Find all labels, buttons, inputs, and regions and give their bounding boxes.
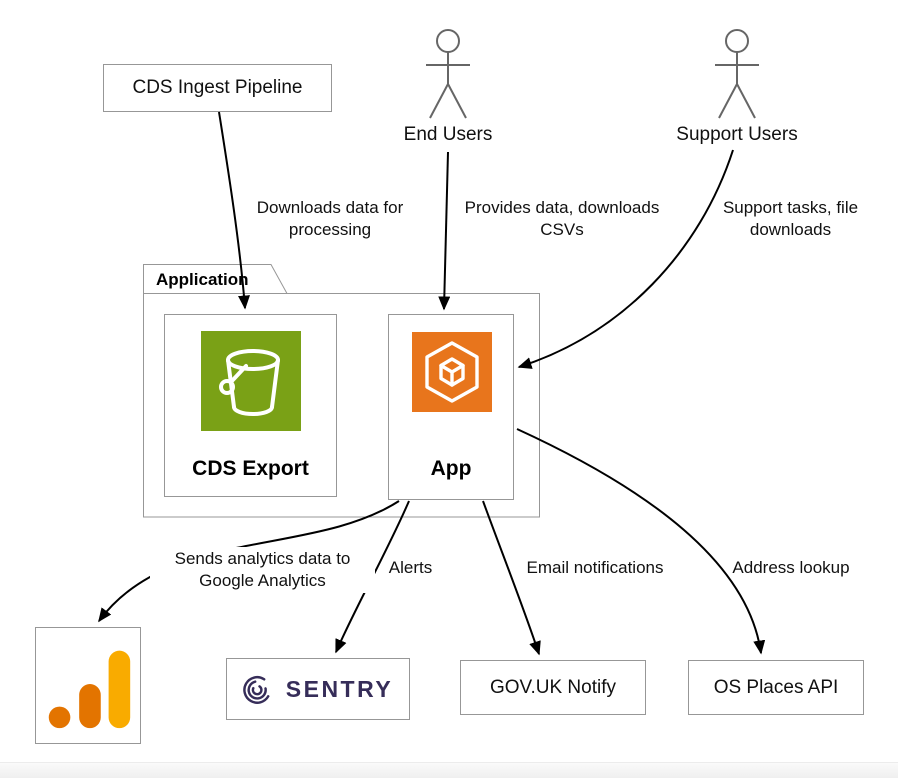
edge-label-support-tasks: Support tasks, file downloads <box>722 198 859 239</box>
edge-label-email-notifications: Email notifications <box>526 558 664 577</box>
s3-bucket-icon <box>201 331 301 431</box>
arrow-support-to-app <box>517 149 734 369</box>
node-google-analytics <box>35 627 141 744</box>
node-govuk-notify: GOV.UK Notify <box>460 660 646 715</box>
application-group-label: Application <box>156 270 249 289</box>
page-bottom-strip <box>0 762 898 778</box>
node-os-places-api: OS Places API <box>688 660 864 715</box>
edge-label-downloads-data: Downloads data for processing <box>256 198 404 239</box>
google-analytics-icon <box>48 650 131 729</box>
bucket-glyph <box>219 349 280 416</box>
arrow-app-to-osplaces <box>516 428 766 655</box>
container-glyph <box>425 341 479 403</box>
node-app: App <box>388 314 514 500</box>
node-sentry: SENTRY <box>226 658 410 720</box>
sentry-swirl-icon <box>242 675 271 704</box>
node-cds-ingest-pipeline-label: CDS Ingest Pipeline <box>132 77 303 98</box>
edge-label-address-lookup: Address lookup <box>732 558 850 577</box>
node-cds-export-label: CDS Export <box>192 457 309 480</box>
person-icon <box>426 29 470 119</box>
node-govuk-notify-label: GOV.UK Notify <box>489 676 616 698</box>
node-os-places-api-label: OS Places API <box>713 676 839 698</box>
edge-label-provides-data: Provides data, downloads CSVs <box>464 198 660 239</box>
node-cds-export: CDS Export <box>164 314 337 497</box>
actor-support-users-label: Support Users <box>676 124 798 145</box>
node-app-label: App <box>430 457 472 480</box>
person-icon <box>715 29 759 119</box>
node-cds-ingest-pipeline: CDS Ingest Pipeline <box>103 64 332 112</box>
edge-label-analytics: Sends analytics data to Google Analytics <box>150 547 375 593</box>
sentry-wordmark: SENTRY <box>285 675 394 702</box>
edge-label-alerts: Alerts <box>388 558 433 577</box>
container-hexagon-icon <box>412 332 492 412</box>
actor-end-users-label: End Users <box>403 124 493 145</box>
